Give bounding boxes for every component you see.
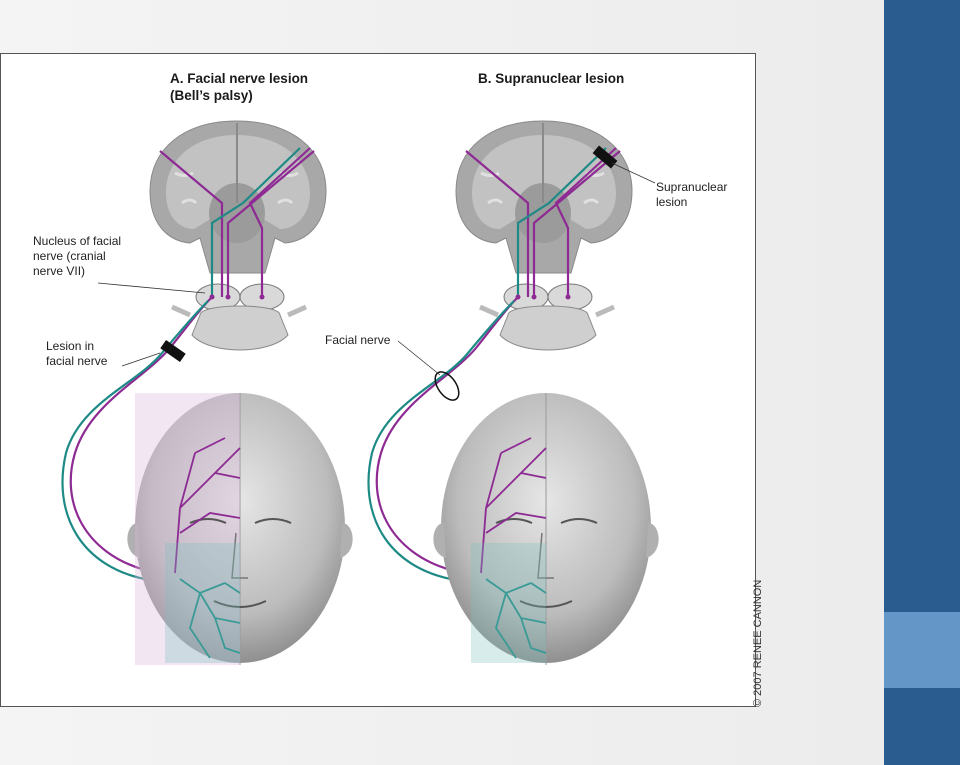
supranuclear-lesion-label: Supranuclear lesion	[656, 180, 727, 210]
brainstem-b	[478, 283, 616, 351]
facial-nerve-diagram	[61, 120, 659, 665]
supranuclear-label-line1: Supranuclear	[656, 180, 728, 194]
accent-bar-top	[884, 0, 960, 612]
panel-b-title-line1: B. Supranuclear lesion	[478, 71, 625, 86]
panel-b	[367, 120, 659, 665]
brain-section-b	[455, 120, 633, 274]
panel-a-title: A. Facial nerve lesion (Bell’s palsy)	[170, 70, 308, 104]
lesion-marker-b	[592, 145, 618, 169]
lesion-label-line1: Lesion in	[46, 339, 95, 353]
facial-nerve-label-text: Facial nerve	[325, 333, 391, 347]
copyright-credit: © 2007 RENEE CANNON	[752, 579, 764, 707]
nucleus-label-line1: Nucleus of facial	[33, 234, 122, 248]
supranuclear-label-line2: lesion	[656, 195, 688, 209]
facial-nerve-ring	[434, 371, 460, 401]
accent-bar-middle	[884, 612, 960, 688]
nucleus-label-line2: nerve (cranial	[33, 249, 106, 263]
face-b	[433, 393, 659, 665]
panel-a	[61, 120, 353, 665]
accent-bar-bottom	[884, 688, 960, 765]
nucleus-label: Nucleus of facial nerve (cranial nerve V…	[33, 234, 121, 279]
slide-accent-bar	[884, 0, 960, 765]
lesion-marker-a	[160, 340, 186, 362]
brain-section-a	[149, 120, 327, 274]
lesion-label-line2: facial nerve	[46, 354, 108, 368]
panel-a-title-line1: A. Facial nerve lesion	[170, 71, 309, 86]
lesion-facial-nerve-label: Lesion in facial nerve	[46, 339, 107, 369]
facial-nerve-label: Facial nerve	[325, 333, 390, 348]
face-a	[127, 393, 353, 665]
panel-a-title-line2: (Bell’s palsy)	[170, 88, 253, 103]
panel-b-title: B. Supranuclear lesion	[478, 70, 624, 87]
nucleus-label-line3: nerve VII)	[33, 264, 86, 278]
